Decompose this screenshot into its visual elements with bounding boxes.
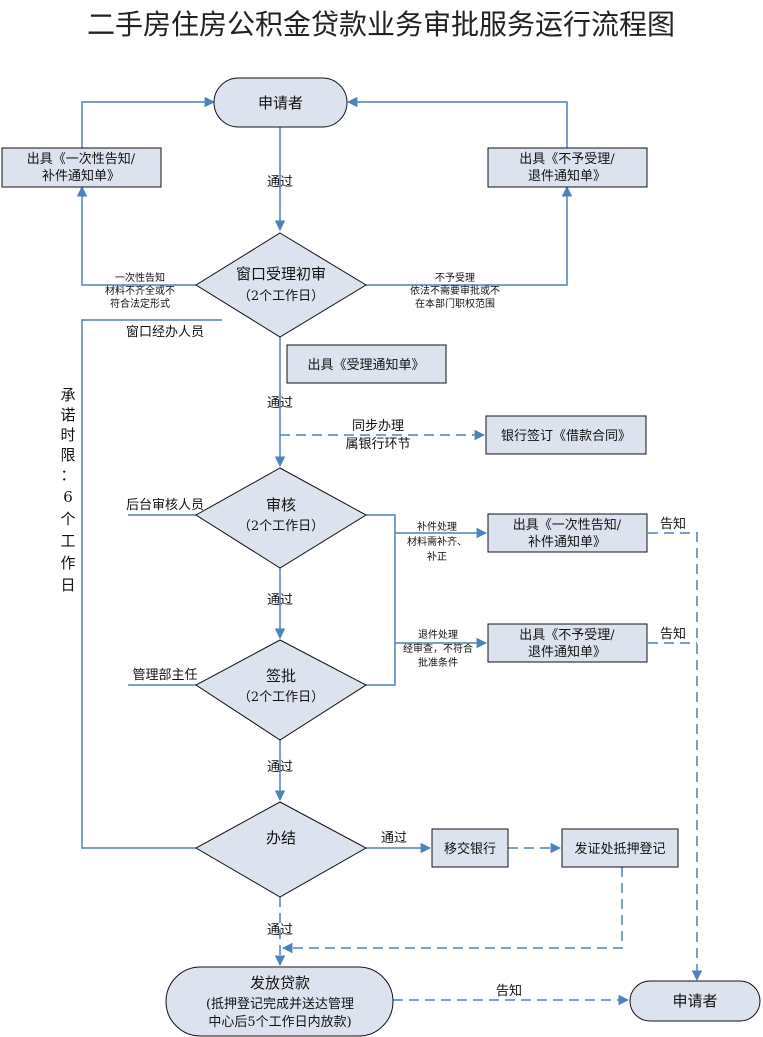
reject-mid-line1: 退件处理 <box>418 629 458 641</box>
sync-bank-line1: 同步办理 <box>352 419 404 434</box>
promise-time-char-5: 6 <box>63 488 73 506</box>
node-notice-reject-mid: 出具《不予受理/ 退件通知单》 <box>487 623 648 663</box>
node-release-loan: 发放贷款 (抵押登记完成并送达管理 中心后5个工作日内放款) <box>165 966 394 1037</box>
edge-notify-right <box>648 532 703 982</box>
notice-supplement-left-line2: 补件通知单》 <box>42 168 120 184</box>
approve-days: （2个工作日） <box>238 690 324 705</box>
backoffice-staff-label: 后台审核人员 <box>126 498 204 513</box>
node-applicant-top: 申请者 <box>213 77 348 128</box>
reject-right-line2: 依法不需要审批或不 <box>410 284 500 297</box>
notice-reject-right-line2: 退件通知单》 <box>528 168 606 184</box>
page-title: 二手房住房公积金贷款业务审批服务运行流程图 <box>87 8 675 41</box>
pass-label-5: 通过 <box>381 831 407 846</box>
pass-label-1: 通过 <box>267 175 293 190</box>
reject-mid-line3: 批准条件 <box>418 656 458 669</box>
reject-right-line1: 不予受理 <box>435 272 475 284</box>
supplement-mid-line2: 材料需补齐、 <box>407 535 467 548</box>
review-title: 审核 <box>266 496 296 514</box>
promise-time-char-2: 时 <box>60 426 75 444</box>
pass-label-6: 通过 <box>267 923 293 938</box>
mortgage-reg-label: 发证处抵押登记 <box>574 841 665 857</box>
finish-label: 办结 <box>266 829 296 847</box>
node-review: 审核 （2个工作日） <box>195 467 367 569</box>
node-transfer-bank: 移交银行 <box>431 828 509 868</box>
promise-time-char-4: ： <box>60 466 75 484</box>
pass-label-3: 通过 <box>267 593 293 608</box>
node-finish: 办结 <box>194 801 368 898</box>
notify-label-3: 告知 <box>496 983 522 999</box>
node-approve: 签批 （2个工作日） <box>195 639 367 741</box>
window-staff-label: 窗口经办人员 <box>126 324 204 340</box>
dashed-connectors <box>274 429 703 1006</box>
supplement-mid-line3: 补正 <box>427 550 447 563</box>
notice-supplement-left-line1: 出具《一次性告知/ <box>27 151 136 167</box>
promise-time-char-0: 承 <box>60 386 75 404</box>
edge-accept-to-left-notice <box>76 185 196 286</box>
supplement-left-line1: 一次性告知 <box>115 271 165 284</box>
notice-reject-right-line1: 出具《不予受理/ <box>519 152 615 167</box>
promise-time-text: 承 诺 时 限 ： 6 个 工 作 日 <box>60 386 75 594</box>
applicant-top-label: 申请者 <box>258 94 303 112</box>
reject-right-line3: 在本部门职权范围 <box>415 297 495 310</box>
node-applicant-bottom: 申请者 <box>629 980 761 1022</box>
promise-time-char-1: 诺 <box>60 406 75 424</box>
approve-title: 签批 <box>266 667 296 685</box>
supplement-left-line2: 材料不齐全或不 <box>105 284 175 297</box>
node-window-accept: 窗口受理初审 （2个工作日） <box>195 232 367 338</box>
promise-time-char-8: 作 <box>60 554 75 572</box>
node-bank-contract: 银行签订《借款合同》 <box>485 415 647 455</box>
supplement-left-line3: 符合法定形式 <box>110 297 170 310</box>
pass-label-4: 通过 <box>267 760 293 775</box>
connectors <box>76 96 573 854</box>
edge-accept-to-right-notice <box>365 185 573 286</box>
promise-time-char-3: 限 <box>60 446 75 464</box>
edge-left-notice-to-applicant <box>81 96 216 148</box>
transfer-bank-label: 移交银行 <box>444 841 496 857</box>
window-accept-title: 窗口受理初审 <box>236 265 326 283</box>
edge-review-branch <box>366 514 396 686</box>
node-mortgage-reg: 发证处抵押登记 <box>561 828 679 868</box>
node-notice-supplement-mid: 出具《一次性告知/ 补件通知单》 <box>487 513 648 553</box>
notify-label-1: 告知 <box>660 516 686 532</box>
release-loan-note2: 中心后5个工作日内放款) <box>208 1014 351 1030</box>
pass-label-2: 通过 <box>267 396 293 411</box>
promise-time-char-7: 工 <box>60 532 75 550</box>
node-notice-reject-right: 出具《不予受理/ 退件通知单》 <box>487 147 648 188</box>
edge-right-notice-to-applicant <box>346 96 568 148</box>
notice-reject-mid-line1: 出具《不予受理/ <box>519 628 615 643</box>
notice-supplement-mid-line1: 出具《一次性告知/ <box>513 517 622 533</box>
release-loan-title: 发放贷款 <box>250 974 310 992</box>
notice-reject-mid-line2: 退件通知单》 <box>528 644 606 660</box>
edge-mortgage-to-release <box>281 867 623 954</box>
promise-time-char-6: 个 <box>60 510 75 528</box>
reject-mid-line2: 经审查，不符合 <box>403 642 473 655</box>
release-loan-note1: (抵押登记完成并送达管理 <box>206 997 354 1012</box>
applicant-bottom-label: 申请者 <box>672 992 717 1010</box>
notice-supplement-mid-line2: 补件通知单》 <box>528 534 606 550</box>
promise-time-bracket <box>81 319 222 849</box>
bank-contract-label: 银行签订《借款合同》 <box>501 428 631 444</box>
director-label: 管理部主任 <box>132 668 197 683</box>
notify-label-2: 告知 <box>660 626 686 642</box>
node-notice-supplement-left: 出具《一次性告知/ 补件通知单》 <box>1 147 162 188</box>
supplement-mid-line1: 补件处理 <box>417 520 457 533</box>
accept-notice-label: 出具《受理通知单》 <box>307 357 424 373</box>
review-days: （2个工作日） <box>238 519 324 534</box>
window-accept-days: （2个工作日） <box>238 289 324 304</box>
sync-bank-line2: 属银行环节 <box>345 437 410 452</box>
promise-time-char-9: 日 <box>60 576 75 594</box>
node-accept-notice: 出具《受理通知单》 <box>286 344 447 384</box>
